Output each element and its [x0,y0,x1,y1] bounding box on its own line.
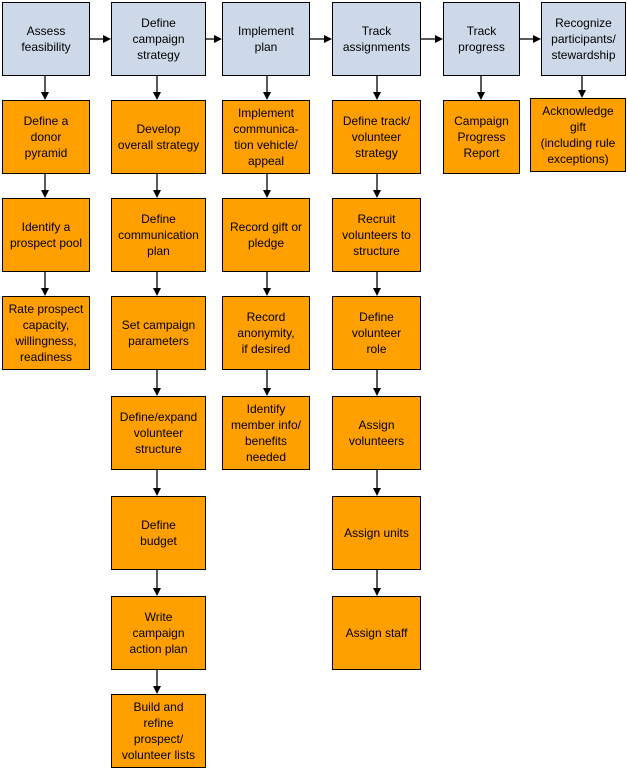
header-track-progress: Track progress [443,2,520,76]
arrow-col5-0 [477,76,485,100]
arrow-col6-0 [578,76,586,98]
arrow-col3-0 [263,76,271,100]
step-define-budget: Define budget [111,496,206,570]
arrow-col2-2 [153,272,161,296]
step-acknowledge-gift: Acknowledge gift (including rule excepti… [530,98,626,172]
step-develop-overall-strategy: Develop overall strategy [111,100,206,174]
header-implement-plan: Implement plan [222,2,310,76]
step-assign-volunteers: Assign volunteers [332,396,421,470]
step-record-gift-or-pledge: Record gift or pledge [222,198,310,272]
header-assess-feasibility: Assess feasibility [2,2,90,76]
step-write-campaign-action-plan: Write campaign action plan [111,596,206,670]
arrow-header-2-3 [206,35,222,43]
arrow-header-5-6 [520,35,541,43]
arrow-col2-3 [153,370,161,396]
arrow-col2-4 [153,470,161,496]
step-define-donor-pyramid: Define a donor pyramid [2,100,90,174]
arrow-col2-6 [153,670,161,694]
step-identify-prospect-pool: Identify a prospect pool [2,198,90,272]
arrow-header-4-5 [421,35,443,43]
step-identify-member-info: Identify member info/ benefits needed [222,396,310,470]
arrow-col3-3 [263,370,271,396]
arrow-col4-3 [373,370,381,396]
arrow-col3-1 [263,174,271,198]
step-build-refine-lists: Build and refine prospect/ volunteer lis… [111,694,206,768]
arrow-col1-0 [41,76,49,100]
arrow-header-1-2 [90,35,111,43]
step-assign-staff: Assign staff [332,596,421,670]
step-set-campaign-parameters: Set campaign parameters [111,296,206,370]
header-track-assignments: Track assignments [332,2,421,76]
step-define-volunteer-role: Define volunteer role [332,296,421,370]
arrow-col4-5 [373,570,381,596]
header-define-campaign-strategy: Define campaign strategy [111,2,206,76]
step-record-anonymity: Record anonymity, if desired [222,296,310,370]
arrow-col2-1 [153,174,161,198]
arrow-header-3-4 [310,35,332,43]
arrow-col1-1 [41,174,49,198]
header-recognize-participants: Recognize participants/ stewardship [541,2,626,76]
arrow-col4-2 [373,272,381,296]
arrow-col2-0 [153,76,161,100]
step-implement-communication-vehicle: Implement communica- tion vehicle/ appea… [222,100,310,174]
arrow-col3-2 [263,272,271,296]
step-assign-units: Assign units [332,496,421,570]
arrow-col4-0 [373,76,381,100]
step-rate-prospect-capacity: Rate prospect capacity, willingness, rea… [2,296,90,370]
arrow-col4-1 [373,174,381,198]
arrow-col2-5 [153,570,161,596]
arrow-col4-4 [373,470,381,496]
step-campaign-progress-report: Campaign Progress Report [443,100,520,174]
step-define-track-volunteer-strategy: Define track/ volunteer strategy [332,100,421,174]
arrow-col1-2 [41,272,49,296]
step-define-communication-plan: Define communication plan [111,198,206,272]
step-recruit-volunteers: Recruit volunteers to structure [332,198,421,272]
step-define-expand-volunteer-structure: Define/expand volunteer structure [111,396,206,470]
